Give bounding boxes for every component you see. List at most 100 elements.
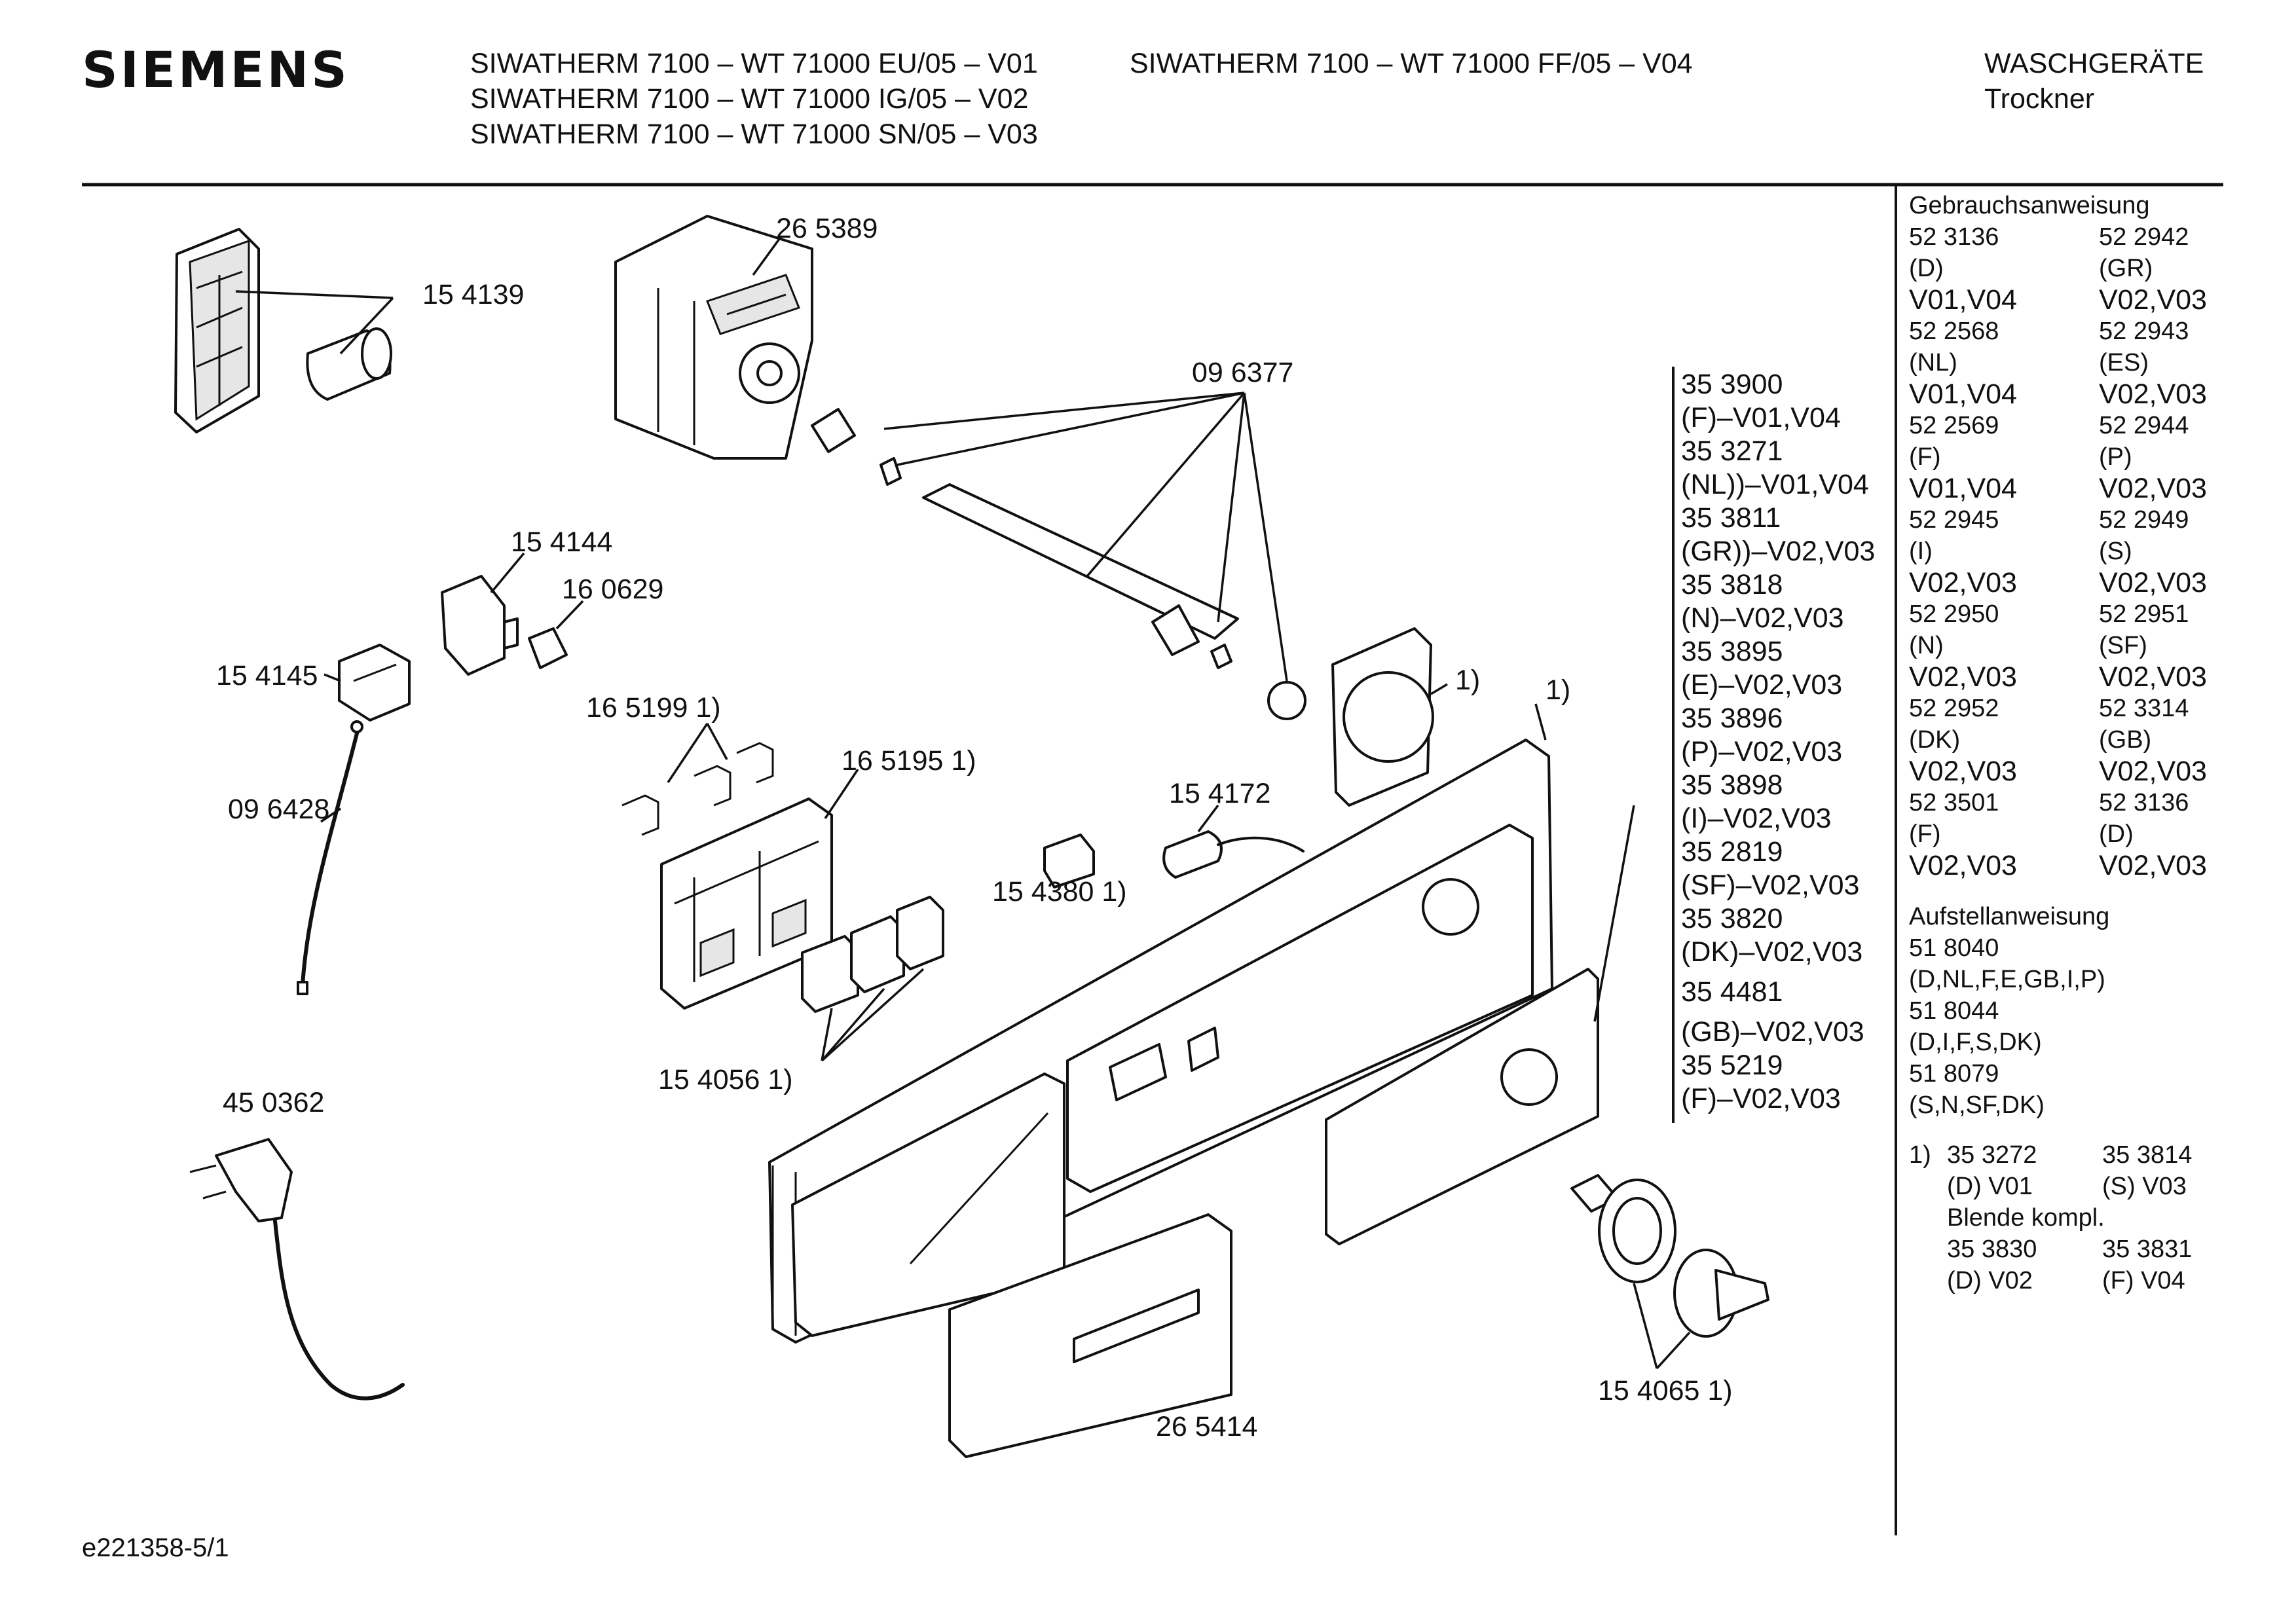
- sidebar-row: (N)(SF): [1909, 630, 2289, 661]
- install-item: (D,I,F,S,DK): [1909, 1029, 2042, 1056]
- callout-label: 09 6377: [1192, 357, 1294, 388]
- sidebar-cell: (DK): [1909, 726, 1961, 754]
- category-block: WASCHGERÄTE Trockner: [1984, 46, 2204, 117]
- callout-label: 15 4056 1): [658, 1064, 793, 1095]
- callout-label: 1): [1455, 665, 1481, 696]
- sidebar-cell: (I): [1909, 538, 1933, 565]
- mains-plug-part: [189, 1138, 405, 1401]
- sidebar-row: (NL)(ES): [1909, 347, 2289, 378]
- spring-clips-part: [621, 742, 774, 836]
- knob-bezel-part: [1331, 627, 1434, 807]
- footnote-label: Blende kompl.: [1947, 1204, 2105, 1232]
- variant-line: 35 3811: [1681, 502, 1781, 534]
- install-heading: Aufstellanweisung: [1909, 903, 2110, 930]
- sidebar-cell: V02,V03: [1909, 567, 2017, 598]
- sidebar-cell: (GB): [2099, 726, 2152, 754]
- variant-line: 35 3271: [1681, 435, 1783, 467]
- sidebar-row: (D) V02(F) V04: [1947, 1265, 2257, 1296]
- capacitor-part: [306, 327, 392, 401]
- sidebar-cell: 52 2950: [1909, 600, 1999, 628]
- sidebar-cell: V02,V03: [2099, 850, 2207, 881]
- indicator-lamp-part: [1162, 830, 1305, 879]
- callout-label: 15 4065 1): [1598, 1375, 1733, 1406]
- variant-line: (DK)–V02,V03: [1681, 936, 1863, 968]
- variant-line: (N)–V02,V03: [1681, 602, 1844, 634]
- sidebar-cell: (F) V04: [2102, 1267, 2185, 1294]
- variant-line: (F)–V01,V04: [1681, 402, 1841, 433]
- install-list: 51 8040(D,NL,F,E,GB,I,P)51 8044(D,I,F,S,…: [1909, 932, 2289, 1121]
- leader-c3: [883, 392, 1288, 682]
- sidebar-row: (I) (S): [1909, 536, 2289, 567]
- sidebar-cell: V02,V03: [2099, 284, 2207, 316]
- sidebar-cell: (S): [2099, 538, 2132, 565]
- sidebar-row: (F)(D): [1909, 818, 2289, 850]
- model-list-1: SIWATHERM 7100 – WT 71000 EU/05 – V01 SI…: [470, 46, 1038, 152]
- sidebar-cell: 52 3314: [2099, 695, 2189, 722]
- front-cover-part: [948, 1213, 1232, 1458]
- control-panel-fascia-part: [768, 739, 1599, 1344]
- sidebar-cell: V01,V04: [1909, 378, 2017, 410]
- sidebar-cell: (GR): [2099, 255, 2153, 282]
- variant-list: 35 3900 (F)–V01,V04 35 3271 (NL))–V01,V0…: [1681, 368, 1875, 1116]
- sidebar-row: (F)(P): [1909, 441, 2289, 473]
- sidebar-row: (DK) (GB): [1909, 724, 2289, 756]
- sidebar-cell: V01,V04: [1909, 473, 2017, 504]
- variant-line: (E)–V02,V03: [1681, 669, 1843, 701]
- sidebar-cell: (N): [1909, 632, 1944, 659]
- leader-c6: [324, 673, 341, 682]
- callout-label: 09 6428: [228, 794, 330, 825]
- pushbutton-switches-part: [801, 896, 944, 1013]
- variant-line: 35 3900: [1681, 369, 1783, 400]
- variant-line: 35 3895: [1681, 636, 1783, 667]
- lamp-holder-part: [1043, 833, 1095, 888]
- model-line: SIWATHERM 7100 – WT 71000 EU/05 – V01: [470, 48, 1038, 79]
- leader-c8: [667, 723, 728, 783]
- sidebar-cell: (F): [1909, 820, 1941, 848]
- sidebar: Gebrauchsanweisung 52 3136 52 2942 (D) (GR)…: [1909, 190, 2289, 1296]
- variant-line: (GR))–V02,V03: [1681, 536, 1876, 567]
- callout-label: 15 4380 1): [992, 876, 1127, 907]
- sidebar-cell: V02,V03: [2099, 567, 2207, 598]
- variant-line: (GB)–V02,V03: [1681, 1016, 1864, 1048]
- leader-c5: [555, 600, 584, 630]
- sidebar-row: (D) (GR): [1909, 253, 2289, 284]
- variant-line: (F)–V02,V03: [1681, 1083, 1841, 1114]
- leader-c14: [821, 968, 925, 1062]
- sidebar-cell: V02,V03: [2099, 473, 2207, 504]
- variant-line: 35 3820: [1681, 903, 1783, 934]
- sidebar-cell: V02,V03: [1909, 661, 2017, 693]
- sidebar-cell: 52 2949: [2099, 506, 2189, 534]
- leader-c4: [490, 552, 525, 594]
- sidebar-cell: 35 3830: [1947, 1236, 2037, 1263]
- leader-c10: [1197, 804, 1219, 833]
- sidebar-cell: 52 3136: [1909, 223, 1999, 251]
- variant-line: (NL))–V01,V04: [1681, 469, 1869, 500]
- leader-c9: [824, 769, 859, 819]
- sidebar-cell: 52 2942: [2099, 223, 2189, 251]
- sidebar-cell: (D): [1909, 255, 1944, 282]
- sidebar-row: V02,V03 V02,V03: [1909, 850, 2289, 881]
- sidebar-cell: V02,V03: [2099, 378, 2207, 410]
- sidebar-row: 52 3136 52 2942: [1909, 221, 2289, 253]
- leader-c16: [1633, 1283, 1691, 1370]
- variant-line: (P)–V02,V03: [1681, 736, 1843, 767]
- manual-heading: Gebrauchsanweisung: [1909, 192, 2150, 219]
- install-item: 51 8079: [1909, 1060, 1999, 1088]
- callout-label: 16 0629: [562, 574, 664, 605]
- callout-label: 15 4172: [1169, 778, 1271, 809]
- leader-c7: [320, 807, 341, 823]
- model-line: SIWATHERM 7100 – WT 71000 FF/05 – V04: [1130, 48, 1693, 79]
- callout-label: 15 4144: [511, 526, 613, 558]
- rotary-knob-part: [1570, 1174, 1769, 1338]
- sidebar-cell: V02,V03: [1909, 850, 2017, 881]
- sidebar-cell: 35 3272: [1947, 1141, 2037, 1169]
